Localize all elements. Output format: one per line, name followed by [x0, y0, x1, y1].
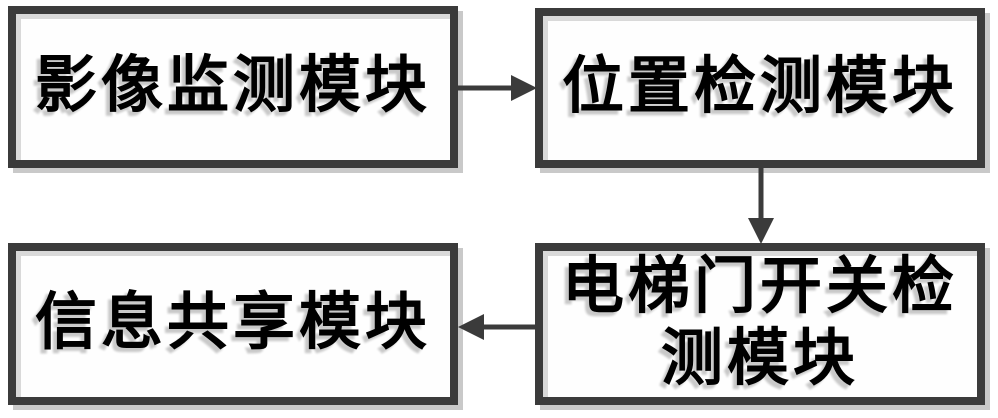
arrow-image-to-position-icon [458, 75, 537, 101]
module-label-elevator-door-switch-detection-line1: 电梯门开关检 [561, 253, 958, 322]
module-box-information-sharing: 信息共享模块 [8, 243, 458, 405]
module-label-image-monitoring: 影像监测模块 [34, 52, 431, 121]
module-box-position-detection: 位置检测模块 [535, 8, 985, 168]
module-label-elevator-door-switch-detection-line2: 测模块 [660, 325, 859, 393]
module-box-image-monitoring: 影像监测模块 [8, 6, 458, 168]
module-label-position-detection: 位置检测模块 [561, 53, 958, 122]
module-box-elevator-door-switch-detection: 电梯门开关检 测模块 [535, 243, 985, 405]
arrow-door-switch-to-information-icon [458, 314, 537, 340]
arrow-position-to-door-switch-icon [748, 166, 774, 244]
module-label-information-sharing: 信息共享模块 [34, 289, 431, 358]
